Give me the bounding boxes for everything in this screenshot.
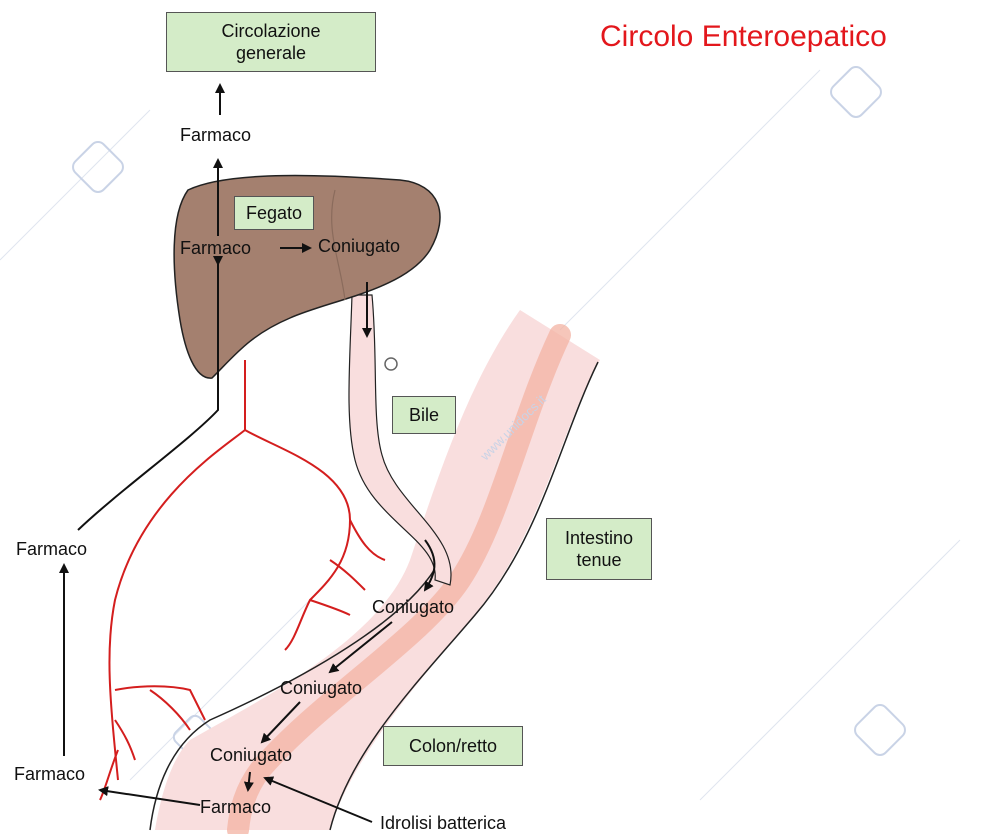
label-coniugato-1: Coniugato — [372, 597, 454, 618]
circolazione-box: Circolazione generale — [166, 12, 376, 72]
label-idrolisi: Idrolisi batterica — [380, 813, 506, 834]
fegato-box: Fegato — [234, 196, 314, 230]
label-farmaco-bottom: Farmaco — [200, 797, 271, 818]
marker-circle — [385, 358, 397, 370]
label-farmaco-liver: Farmaco — [180, 238, 251, 259]
label-farmaco-left: Farmaco — [16, 539, 87, 560]
bile-box: Bile — [392, 396, 456, 434]
label-farmaco-bottom-left: Farmaco — [14, 764, 85, 785]
label-coniugato-3: Coniugato — [210, 745, 292, 766]
diagram-title: Circolo Enteroepatico — [600, 20, 887, 54]
colon-box: Colon/retto — [383, 726, 523, 766]
bile-duct — [349, 295, 451, 585]
label-coniugato-2: Coniugato — [280, 678, 362, 699]
label-coniugato-liver: Coniugato — [318, 236, 400, 257]
intestino-box: Intestino tenue — [546, 518, 652, 580]
label-farmaco-top: Farmaco — [180, 125, 251, 146]
